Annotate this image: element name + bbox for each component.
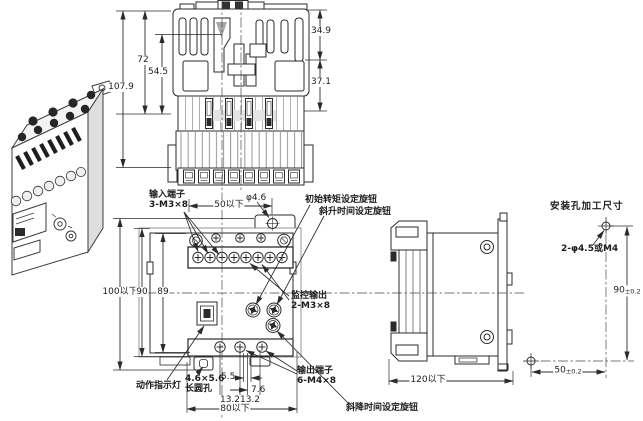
product-photo: [10, 80, 114, 276]
leader-lines: [166, 201, 605, 405]
input-terminals-label: 输入端子 3-M3×8: [149, 190, 188, 210]
mounting-dim-vertical-tol: ±0.2: [624, 287, 641, 296]
top-view-dim-54-5: 54.5: [146, 67, 170, 77]
monitor-output-text: 监控输出: [291, 291, 328, 301]
mounting-dim-horizontal: 50±0.2: [553, 365, 583, 377]
front-dim-50: 50以下: [213, 200, 245, 210]
front-dim-100: 100以下: [101, 287, 139, 297]
oblong-hole-label: 4.6×5.6 长圆孔: [185, 374, 224, 394]
front-dim-80: 80以下: [219, 404, 251, 414]
output-terminals-spec: 6-M4×8: [297, 376, 337, 386]
front-dim-13-2-left: 13.2: [218, 395, 242, 405]
mounting-dim-horizontal-tol: ±0.2: [565, 367, 582, 376]
oblong-hole-text: 长圆孔: [185, 384, 213, 394]
output-terminals-label: 输出端子 6-M4×8: [297, 366, 336, 386]
mounting-dim-vertical-value: 90: [613, 285, 625, 296]
monitor-output-spec: 2-M3×8: [291, 301, 331, 311]
side-dim-120: 120以下: [409, 375, 447, 385]
mounting-dim-vertical: 90±0.2: [612, 285, 642, 297]
mounting-hole-drawing: [522, 217, 615, 370]
oblong-hole-size: 4.6×5.6: [185, 374, 225, 384]
front-dim-89: 89: [156, 287, 170, 297]
top-view-dim-72: 72: [136, 55, 150, 65]
mounting-dim-horizontal-value: 50: [554, 365, 566, 376]
monitor-output-label: 监控输出 2-M3×8: [291, 291, 330, 311]
ramp-up-knob-label: 斜升时间设定旋钮: [319, 207, 392, 217]
top-view-dim-37-1: 37.1: [309, 77, 333, 87]
side-view-drawing: [390, 212, 513, 372]
center-lines: [112, 0, 634, 418]
front-dim-90: 90: [135, 287, 149, 297]
operation-indicator-label: 动作指示灯: [136, 381, 182, 391]
front-dim-5-5: 5.5: [221, 372, 236, 382]
ramp-down-knob-label: 斜降时间设定旋钮: [346, 403, 419, 413]
hole-diameter-label: φ4.6: [246, 193, 267, 203]
output-terminals-text: 输出端子: [297, 366, 334, 376]
top-view-drawing: [167, 0, 314, 186]
mounting-holes-title: 安装孔加工尺寸: [550, 201, 624, 212]
front-dim-7-6: 7.6: [251, 385, 266, 395]
front-dim-13-2-right: 13.2: [238, 395, 262, 405]
input-terminals-text: 输入端子: [149, 190, 186, 200]
initial-torque-knob-label: 初始转矩设定旋钮: [305, 195, 378, 205]
mounting-hole-spec: 2-φ4.5或M4: [561, 244, 619, 254]
top-view-dim-34-9: 34.9: [309, 26, 333, 36]
input-terminals-spec: 3-M3×8: [149, 200, 189, 210]
top-view-dim-107-9: 107.9: [107, 82, 135, 92]
